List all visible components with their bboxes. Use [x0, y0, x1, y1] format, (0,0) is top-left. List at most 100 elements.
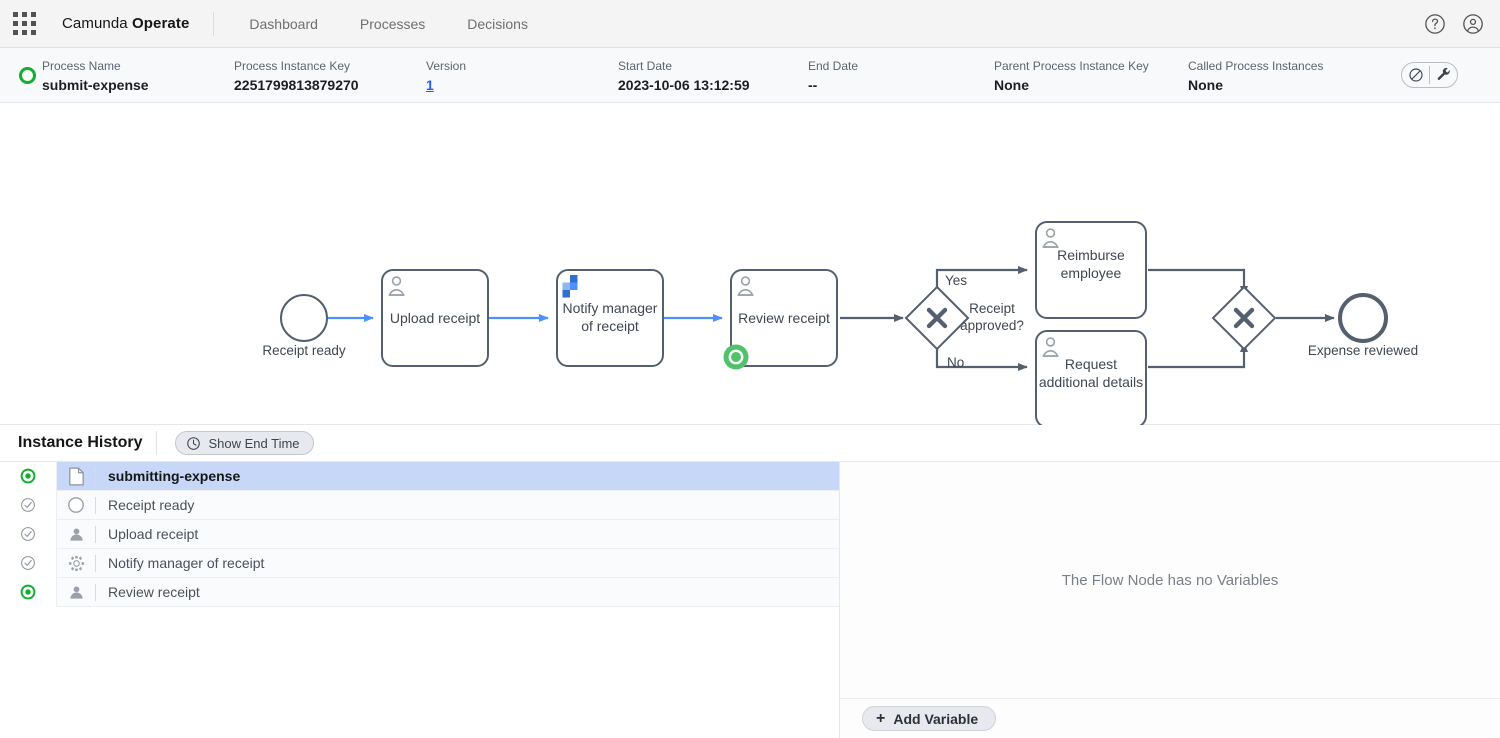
- flow-reimburse-to-join: [1148, 268, 1248, 296]
- main-nav: Dashboard Processes Decisions: [228, 0, 549, 48]
- variables-body: The Flow Node has no Variables: [840, 462, 1500, 698]
- history-variables-split: submitting-expense: [0, 462, 1500, 738]
- meta-value-parent-key: None: [994, 76, 1029, 93]
- apps-grid-dots: [12, 12, 36, 35]
- apps-grid-icon[interactable]: [0, 0, 48, 48]
- row-divider: [95, 583, 96, 601]
- panel-title: Instance History: [18, 434, 143, 451]
- service-task-icon: [562, 275, 578, 298]
- meta-version: Version 1: [426, 59, 618, 94]
- bottom-section: Instance History Show End Time: [0, 425, 1500, 738]
- modify-instance-button[interactable]: [1430, 63, 1457, 87]
- meta-label-called-instances: Called Process Instances: [1188, 58, 1324, 73]
- active-state-icon: [20, 584, 36, 600]
- active-instance-badge[interactable]: [723, 344, 749, 370]
- appbar-actions: [1424, 0, 1490, 48]
- history-row-label: Upload receipt: [108, 526, 199, 542]
- gateway-join[interactable]: [1211, 285, 1277, 351]
- nav-dashboard[interactable]: Dashboard: [249, 15, 318, 32]
- start-event-receipt-ready[interactable]: Receipt ready: [262, 294, 346, 358]
- clock-icon: [187, 436, 201, 450]
- meta-process-instance-key: Process Instance Key 2251799813879270: [234, 59, 426, 94]
- end-event-label: Expense reviewed: [1308, 343, 1418, 358]
- task-reimburse-employee[interactable]: Reimburse employee: [1035, 221, 1147, 319]
- task-request-additional-details[interactable]: Request additional details: [1035, 330, 1147, 425]
- task-notify-manager-label-line2: of receipt: [581, 318, 639, 334]
- show-end-time-toggle[interactable]: Show End Time: [175, 431, 314, 455]
- nav-processes[interactable]: Processes: [359, 15, 426, 32]
- row-divider: [95, 467, 96, 485]
- flow-label-no: No: [947, 355, 964, 370]
- show-end-time-label: Show End Time: [208, 435, 300, 451]
- history-row-receipt-ready[interactable]: Receipt ready: [0, 490, 839, 520]
- task-upload-receipt[interactable]: Upload receipt: [381, 269, 489, 367]
- brand-product: Operate: [132, 15, 190, 32]
- gateway-receipt-approved[interactable]: Receipt approved? Yes No: [904, 273, 1024, 370]
- completed-state-icon: [21, 498, 35, 512]
- user-task-icon: [737, 276, 754, 296]
- meta-label-process-instance-key: Process Instance Key: [234, 58, 351, 73]
- completed-state-icon: [21, 527, 35, 541]
- header-divider: [156, 431, 158, 455]
- nav-decisions[interactable]: Decisions: [467, 15, 528, 32]
- task-reimburse-label-line2: employee: [1061, 265, 1122, 281]
- brand-prefix: Camunda: [62, 15, 133, 32]
- user-task-icon: [57, 526, 95, 543]
- task-request-label-line1: Request: [1065, 356, 1117, 372]
- instance-state-indicator: [0, 66, 42, 84]
- row-divider: [95, 496, 96, 514]
- action-divider: [1429, 66, 1430, 84]
- instance-history-tree[interactable]: submitting-expense: [0, 462, 840, 738]
- flow-request-to-join: [1148, 342, 1248, 369]
- meta-label-parent-key: Parent Process Instance Key: [994, 58, 1149, 73]
- row-body: Upload receipt: [56, 519, 839, 549]
- add-variable-button[interactable]: + Add Variable: [862, 706, 997, 731]
- meta-value-version-link[interactable]: 1: [426, 76, 434, 93]
- variables-empty-message: The Flow Node has no Variables: [1061, 571, 1279, 589]
- row-body: Notify manager of receipt: [56, 548, 839, 578]
- gateway-label-line1: Receipt: [969, 301, 1015, 316]
- bpmn-diagram: Receipt ready Upload receipt Notify mana…: [262, 221, 1418, 425]
- meta-parent-process-instance-key: Parent Process Instance Key None: [994, 59, 1188, 94]
- task-upload-receipt-label: Upload receipt: [390, 310, 480, 326]
- meta-called-process-instances: Called Process Instances None: [1188, 59, 1358, 94]
- user-task-icon: [1042, 337, 1059, 357]
- gateway-label-line2: approved?: [960, 318, 1024, 333]
- active-state-icon: [18, 66, 36, 84]
- history-row-label: Notify manager of receipt: [108, 555, 265, 571]
- app-bar: Camunda Operate Dashboard Processes Deci…: [0, 0, 1500, 48]
- history-row-review-receipt[interactable]: Review receipt: [0, 577, 839, 607]
- variables-panel: The Flow Node has no Variables + Add Var…: [840, 462, 1500, 738]
- bpmn-diagram-canvas[interactable]: Receipt ready Upload receipt Notify mana…: [0, 103, 1500, 425]
- meta-label-version: Version: [426, 58, 467, 73]
- row-state: [0, 462, 56, 491]
- meta-process-name: Process Name submit-expense: [42, 59, 234, 94]
- history-row-submitting-expense[interactable]: submitting-expense: [0, 462, 839, 491]
- user-task-icon: [57, 584, 95, 601]
- history-row-label: Review receipt: [108, 584, 200, 600]
- task-review-receipt-label: Review receipt: [738, 310, 830, 326]
- help-icon[interactable]: [1424, 13, 1446, 35]
- history-row-label: Receipt ready: [108, 497, 195, 513]
- end-event-expense-reviewed[interactable]: Expense reviewed: [1308, 293, 1418, 358]
- row-body: Receipt ready: [56, 490, 839, 520]
- instance-meta-columns: Process Name submit-expense Process Inst…: [42, 57, 1500, 94]
- row-state: [0, 548, 56, 578]
- user-task-icon: [388, 276, 405, 296]
- user-avatar-icon[interactable]: [1462, 13, 1484, 35]
- meta-label-end-date: End Date: [808, 58, 859, 73]
- variables-footer: + Add Variable: [840, 698, 1500, 738]
- cancel-instance-button[interactable]: [1402, 63, 1429, 87]
- task-notify-manager[interactable]: Notify manager of receipt: [556, 269, 664, 367]
- active-state-icon: [20, 468, 36, 484]
- meta-value-process-instance-key: 2251799813879270: [234, 76, 359, 93]
- flow-yes-to-reimburse: [935, 266, 1028, 287]
- meta-end-date: End Date --: [808, 59, 994, 94]
- history-row-upload-receipt[interactable]: Upload receipt: [0, 519, 839, 549]
- history-row-notify-manager[interactable]: Notify manager of receipt: [0, 548, 839, 578]
- meta-start-date: Start Date 2023-10-06 13:12:59: [618, 59, 808, 94]
- user-task-icon: [1042, 228, 1059, 248]
- task-review-receipt[interactable]: Review receipt: [723, 269, 838, 370]
- wrench-icon: [1437, 67, 1450, 80]
- start-event-icon: [57, 496, 95, 514]
